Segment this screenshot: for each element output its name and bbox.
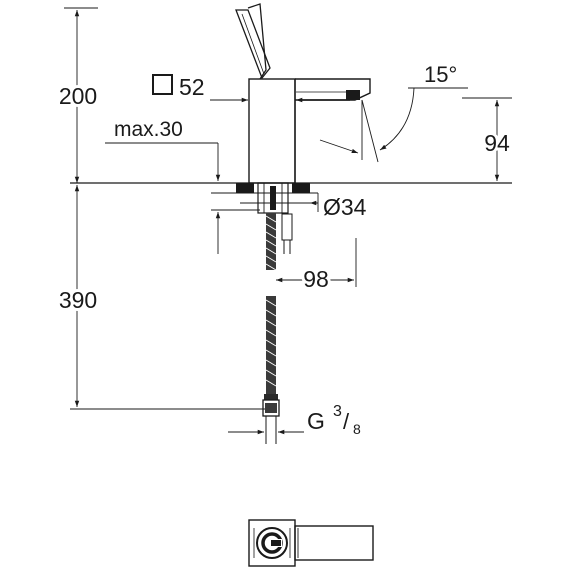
max-deck-thickness-label: max.30: [114, 118, 183, 141]
deck-thickness-dimension: max.30: [105, 118, 260, 254]
thread-slash: /: [343, 409, 350, 434]
body-square-label: 52: [179, 74, 205, 100]
thread-denominator: 8: [353, 421, 361, 437]
mounting-hole-diameter-label: Ø34: [323, 194, 367, 220]
mounting-assembly: [228, 182, 318, 254]
top-view: [248, 519, 374, 567]
hose-length-dimension-390: 390: [56, 185, 270, 410]
outlet-height-dimension: 94: [462, 97, 513, 181]
spout: [295, 78, 371, 101]
body-width-dimension: 52: [152, 74, 318, 103]
supply-hose-lower: [262, 296, 280, 444]
thread-size-dimension: G 3 / 8: [228, 403, 361, 437]
spout-angle-label: 15°: [424, 62, 457, 87]
faucet-body: [248, 78, 296, 184]
mounting-hole-diameter-dimension: Ø34: [211, 192, 367, 220]
square-symbol-icon: [152, 74, 173, 95]
height-dimension-200: 200: [56, 7, 100, 183]
hose-length-label: 390: [59, 287, 97, 313]
outlet-height-label: 94: [484, 130, 510, 156]
supply-hose-upper: [265, 213, 277, 271]
spout-reach-label: 98: [303, 266, 329, 292]
lever-handle: [235, 3, 271, 80]
spout-reach-dimension: 98: [276, 238, 357, 295]
spout-angle-dimension: 15°: [319, 62, 468, 163]
thread-numerator: 3: [333, 403, 342, 420]
thread-letter: G: [307, 408, 325, 434]
height-above-deck-label: 200: [59, 83, 97, 109]
